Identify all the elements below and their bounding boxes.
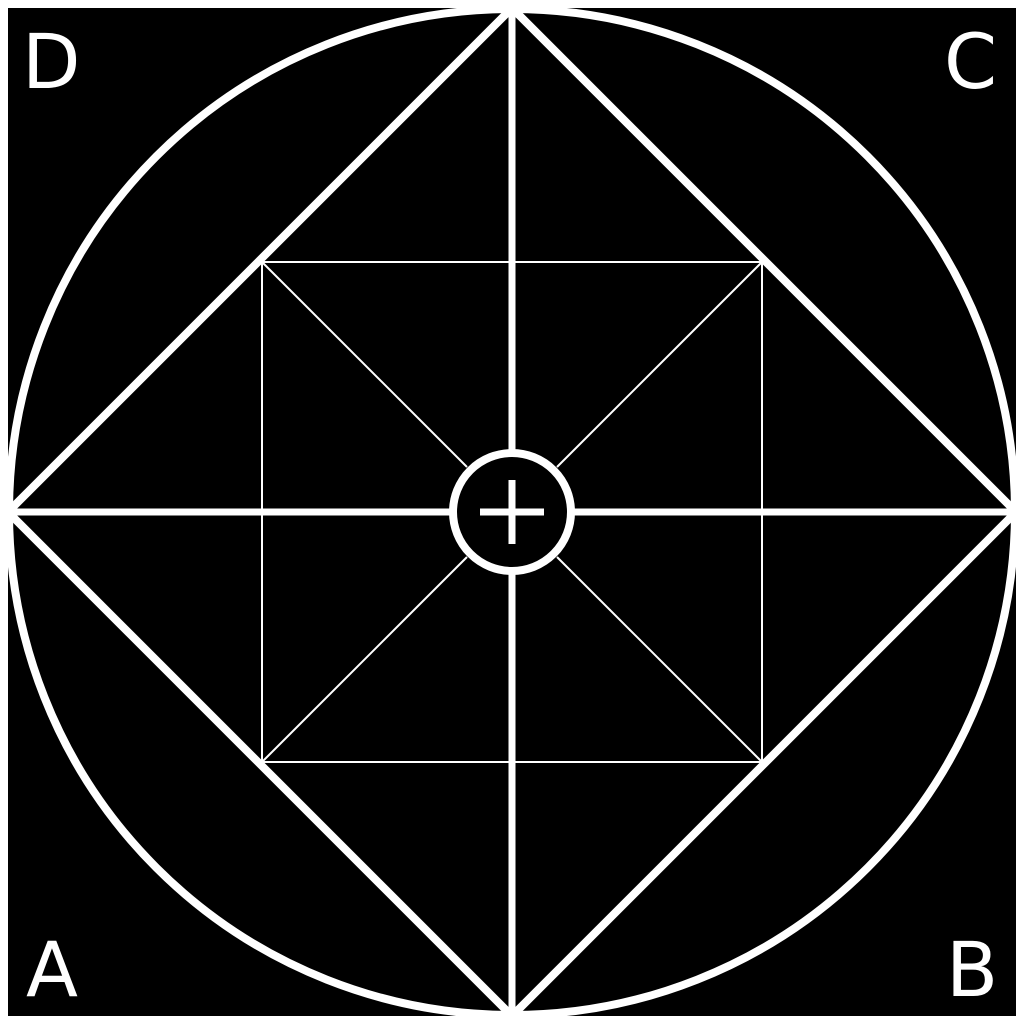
crosshair-plus-icon bbox=[480, 480, 544, 544]
corner-label-top-left: D bbox=[22, 17, 81, 106]
corner-label-top-right: C bbox=[944, 17, 997, 106]
corner-label-bottom-right: B bbox=[946, 925, 998, 1014]
diagonal-bottom-right bbox=[556, 556, 763, 763]
corner-label-bottom-left: A bbox=[26, 925, 78, 1014]
diagonal-top-left bbox=[261, 261, 468, 468]
diagonal-top-right bbox=[556, 261, 763, 468]
diagonal-bottom-left bbox=[261, 556, 468, 763]
